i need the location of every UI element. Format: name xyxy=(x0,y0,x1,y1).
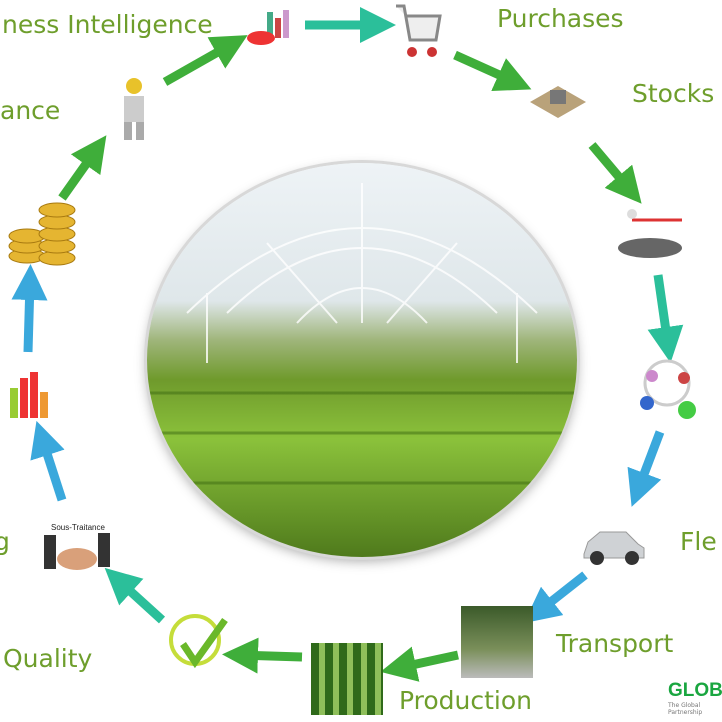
gold-coins-icon xyxy=(5,198,80,270)
logo-tagline: The Global Partnership xyxy=(668,702,703,716)
arrow xyxy=(58,135,107,201)
handshake-caption: Sous-Traitance xyxy=(51,523,105,532)
transport-photo xyxy=(461,606,533,678)
quality-checkmark-icon xyxy=(165,608,230,673)
label-maintenance: ance xyxy=(0,96,61,125)
team-network-icon xyxy=(632,358,702,426)
bar-chart-icon xyxy=(245,8,295,48)
puzzle-strategy-icon xyxy=(612,200,687,260)
arrow xyxy=(647,274,684,363)
arrow xyxy=(30,420,67,502)
label-fleet: Fle xyxy=(680,527,717,556)
greenhouse-frame xyxy=(147,183,577,485)
label-quality: Quality xyxy=(3,644,93,673)
arrow xyxy=(453,50,532,92)
maintenance-worker-icon xyxy=(110,76,160,142)
handshake-icon xyxy=(44,531,110,576)
arrow xyxy=(11,264,48,353)
arrow xyxy=(162,35,248,86)
arrow xyxy=(104,567,166,624)
arrow xyxy=(588,142,642,204)
label-subcontracting: g xyxy=(0,527,10,556)
car-icon xyxy=(580,518,648,568)
warehouse-icon xyxy=(528,72,588,122)
label-stocks: Stocks xyxy=(632,79,715,108)
label-business-intelligence: ness Intelligence xyxy=(2,10,213,39)
production-photo xyxy=(311,643,383,715)
arrow xyxy=(627,430,665,507)
company-logo: GLOB The Global Partnership xyxy=(668,680,722,716)
shopping-cart-icon xyxy=(392,0,442,62)
label-production: Production xyxy=(399,686,533,715)
label-transport: Transport xyxy=(556,629,674,658)
logo-name: GLOB xyxy=(668,680,722,701)
arrow xyxy=(222,637,303,674)
label-purchases: Purchases xyxy=(497,4,624,33)
arrow xyxy=(523,571,588,624)
growth-chart-icon xyxy=(6,368,56,420)
greenhouse-image xyxy=(147,163,577,557)
arrow xyxy=(380,646,459,682)
